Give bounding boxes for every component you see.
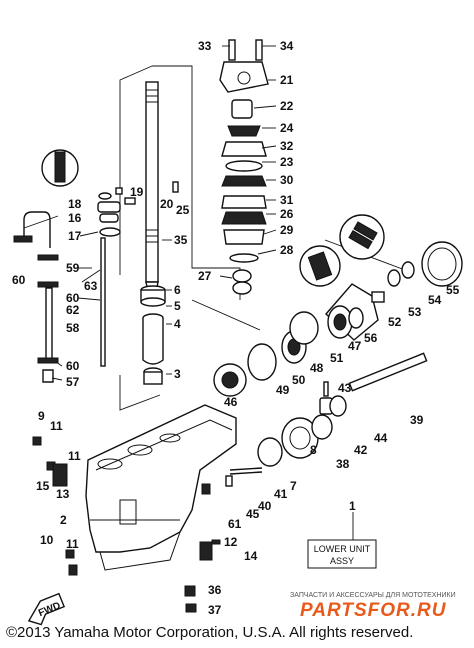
callout-55: 55 bbox=[446, 283, 460, 297]
callout-40: 40 bbox=[258, 499, 272, 513]
pin-detail-callouts bbox=[41, 149, 385, 287]
callout-30: 30 bbox=[280, 173, 294, 187]
callout-24: 24 bbox=[280, 121, 294, 135]
callout-38: 38 bbox=[336, 457, 350, 471]
assy-label: ASSY bbox=[330, 556, 354, 566]
callout-17: 17 bbox=[68, 229, 82, 243]
callout-11a: 11 bbox=[50, 419, 63, 433]
callout-63: 63 bbox=[84, 279, 98, 293]
callout-57: 57 bbox=[66, 375, 80, 389]
callout-60b: 60 bbox=[66, 291, 80, 305]
leader-lines bbox=[23, 45, 277, 381]
callout-50: 50 bbox=[292, 373, 306, 387]
callout-28: 28 bbox=[280, 243, 294, 257]
drive-shaft bbox=[145, 81, 159, 293]
callout-46: 46 bbox=[224, 395, 238, 409]
callout-32: 32 bbox=[280, 139, 294, 153]
callout-48: 48 bbox=[310, 361, 324, 375]
callout-53: 53 bbox=[408, 305, 422, 319]
callout-8: 8 bbox=[310, 443, 317, 457]
callout-59: 59 bbox=[66, 261, 80, 275]
propeller-shaft-gear-train bbox=[213, 330, 428, 475]
water-pump-stack bbox=[219, 39, 269, 295]
callout-35: 35 bbox=[174, 233, 188, 247]
lower-unit-label: LOWER UNIT bbox=[314, 544, 371, 554]
callout-25: 25 bbox=[176, 203, 190, 217]
callout-41: 41 bbox=[274, 487, 288, 501]
callout-49: 49 bbox=[276, 383, 290, 397]
callout-45: 45 bbox=[246, 507, 260, 521]
callout-23: 23 bbox=[280, 155, 294, 169]
callout-36: 36 bbox=[208, 583, 222, 597]
callout-11c: 11 bbox=[66, 537, 79, 551]
callout-20: 20 bbox=[160, 197, 174, 211]
housing-fittings bbox=[32, 436, 233, 613]
drive-shaft-bearing-stack bbox=[140, 285, 166, 385]
callout-26: 26 bbox=[280, 207, 294, 221]
callout-4: 4 bbox=[174, 317, 181, 331]
callout-52: 52 bbox=[388, 315, 402, 329]
callout-6: 6 bbox=[174, 283, 181, 297]
callout-60c: 60 bbox=[66, 359, 80, 373]
callout-10: 10 bbox=[40, 533, 54, 547]
callout-51: 51 bbox=[330, 351, 344, 365]
callout-39: 39 bbox=[410, 413, 424, 427]
callout-29: 29 bbox=[280, 223, 294, 237]
part-number-callouts: 33 34 21 22 24 32 23 30 31 26 29 28 27 1… bbox=[12, 39, 460, 617]
callout-12: 12 bbox=[224, 535, 238, 549]
callout-56: 56 bbox=[364, 331, 378, 345]
callout-47: 47 bbox=[348, 339, 362, 353]
callout-42: 42 bbox=[354, 443, 368, 457]
callout-34: 34 bbox=[280, 39, 294, 53]
callout-9: 9 bbox=[38, 409, 45, 423]
callout-18: 18 bbox=[68, 197, 82, 211]
copyright-notice: ©2013 Yamaha Motor Corporation, U.S.A. A… bbox=[6, 624, 414, 641]
callout-2: 2 bbox=[60, 513, 67, 527]
callout-43: 43 bbox=[338, 381, 352, 395]
callout-61: 61 bbox=[228, 517, 242, 531]
lower-unit-assy-box: 1 LOWER UNIT ASSY bbox=[307, 499, 377, 569]
callout-14: 14 bbox=[244, 549, 258, 563]
callout-44: 44 bbox=[374, 431, 388, 445]
callout-1: 1 bbox=[349, 499, 356, 513]
shift-rod-assembly bbox=[13, 181, 179, 383]
callout-16: 16 bbox=[68, 211, 82, 225]
callout-31: 31 bbox=[280, 193, 294, 207]
callout-62: 62 bbox=[66, 303, 80, 317]
callout-5: 5 bbox=[174, 299, 181, 313]
callout-27: 27 bbox=[198, 269, 212, 283]
callout-60a: 60 bbox=[12, 273, 26, 287]
watermark-caption: ЗАПЧАСТИ И АКСЕССУАРЫ ДЛЯ МОТОТЕХНИКИ bbox=[290, 592, 456, 599]
callout-7: 7 bbox=[290, 479, 297, 493]
callout-54: 54 bbox=[428, 293, 442, 307]
callout-3: 3 bbox=[174, 367, 181, 381]
bearing-housing bbox=[289, 241, 463, 345]
callout-11b: 11 bbox=[68, 449, 81, 463]
callout-13: 13 bbox=[56, 487, 70, 501]
watermark-logo: PARTSFOR.RU bbox=[300, 600, 447, 621]
lower-case-housing bbox=[85, 404, 237, 571]
callout-33: 33 bbox=[198, 39, 212, 53]
callout-15: 15 bbox=[36, 479, 50, 493]
callout-37: 37 bbox=[208, 603, 222, 617]
callout-21: 21 bbox=[280, 73, 294, 87]
callout-22: 22 bbox=[280, 99, 294, 113]
callout-19: 19 bbox=[130, 185, 144, 199]
callout-58: 58 bbox=[66, 321, 80, 335]
